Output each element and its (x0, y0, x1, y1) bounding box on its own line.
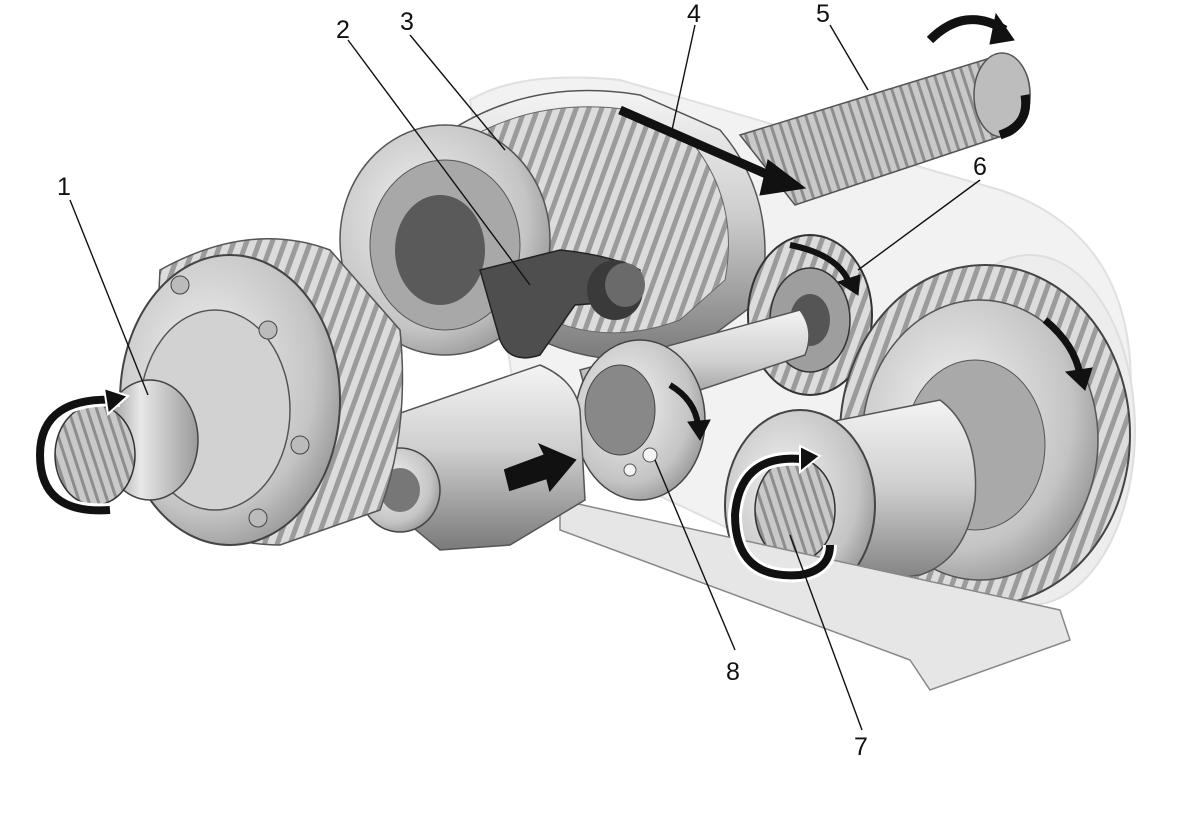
callout-labels: 1 2 3 4 5 6 7 8 (57, 0, 987, 761)
callout-1: 1 (57, 173, 71, 201)
leader-4 (671, 24, 696, 131)
shift-rail (559, 499, 1071, 691)
leader-5 (829, 24, 869, 91)
callout-5: 5 (816, 0, 830, 28)
leader-6 (857, 179, 981, 271)
callout-4: 4 (687, 0, 701, 28)
callout-3: 3 (400, 8, 414, 36)
callout-2: 2 (336, 16, 350, 44)
leader-lines (69, 24, 981, 731)
arrowhead-input-icon (989, 12, 1015, 45)
leader-2 (347, 39, 531, 286)
rotation-arrow-input-lower-icon (998, 94, 1031, 140)
motion-arrows (32, 12, 1093, 583)
rotation-arrow-gear-icon (1042, 317, 1084, 376)
input-shaft (738, 52, 1031, 206)
callout-8: 8 (726, 658, 740, 686)
axial-arrow-icon (618, 105, 782, 185)
leader-3 (409, 34, 506, 151)
shift-collar (574, 339, 706, 501)
planetary-housing (54, 238, 404, 546)
shift-fork (479, 249, 645, 359)
leader-8 (654, 459, 736, 651)
leader-1 (69, 199, 149, 396)
callout-7: 7 (854, 733, 868, 761)
leader-7 (789, 534, 863, 731)
callout-6: 6 (973, 153, 987, 181)
push-arrow-icon (503, 443, 577, 493)
